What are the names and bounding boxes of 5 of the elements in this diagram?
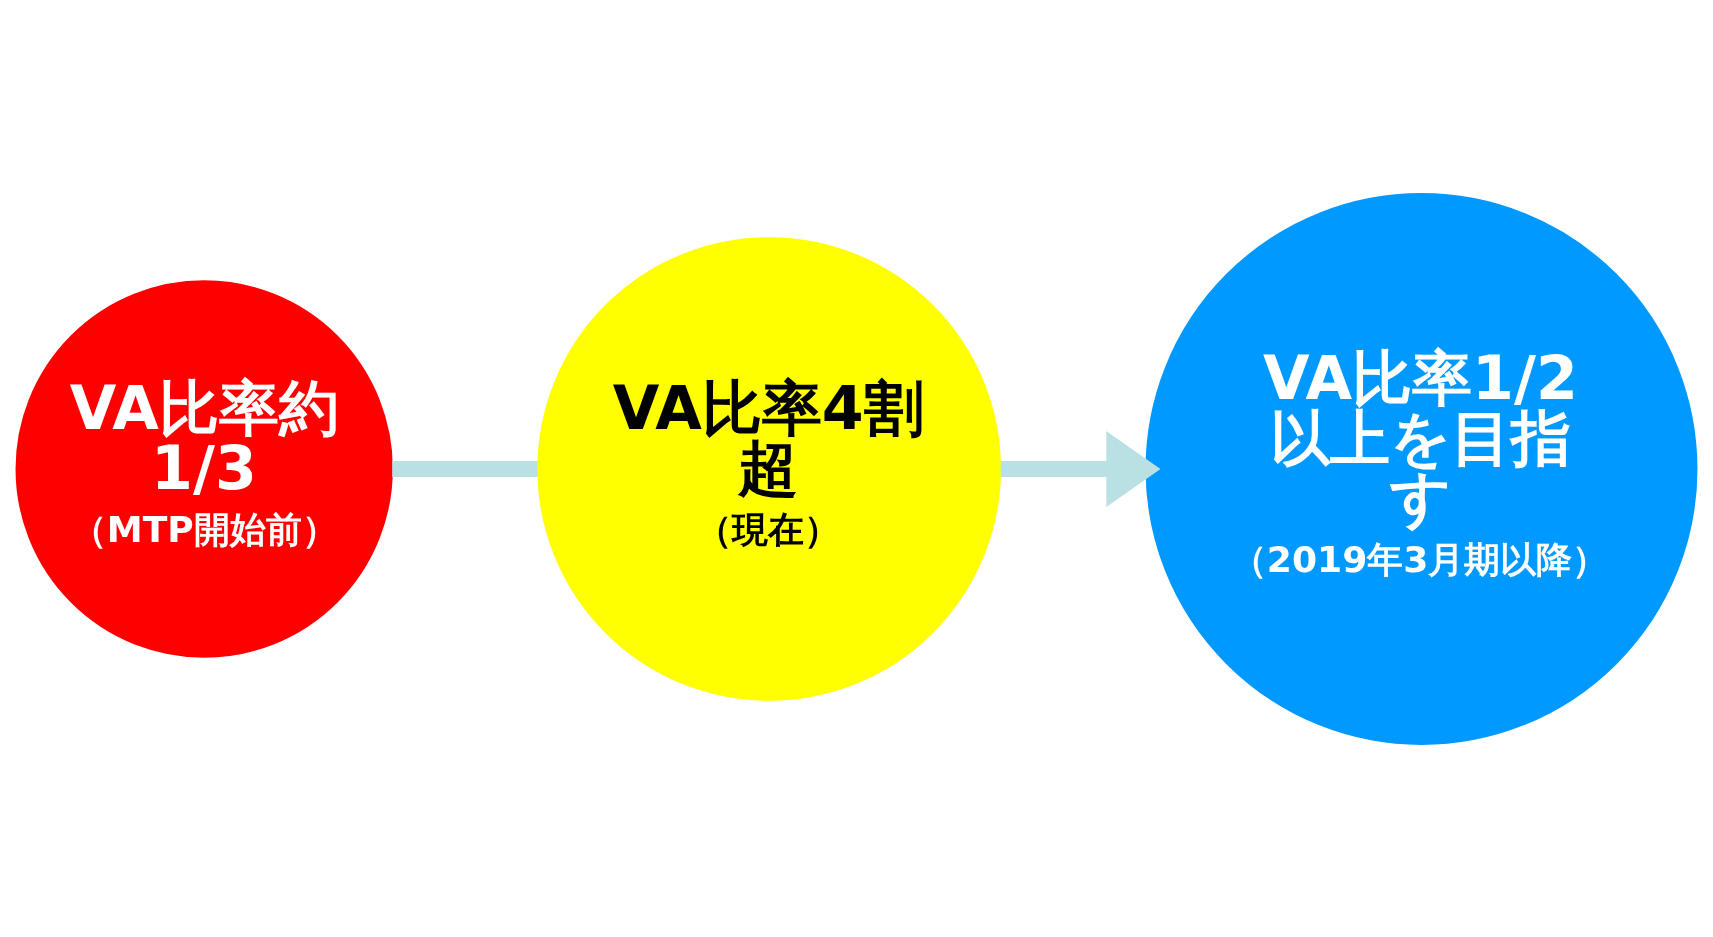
connector — [392, 460, 538, 477]
arrow — [1000, 430, 1161, 507]
node-circle: VA比率約1/3 （MTP開始前） — [15, 279, 393, 658]
node-circle: VA比率1/2以上を目指す （2019年3月期以降） — [1145, 192, 1698, 745]
node-circle: VA比率4割超 （現在） — [537, 236, 1001, 701]
